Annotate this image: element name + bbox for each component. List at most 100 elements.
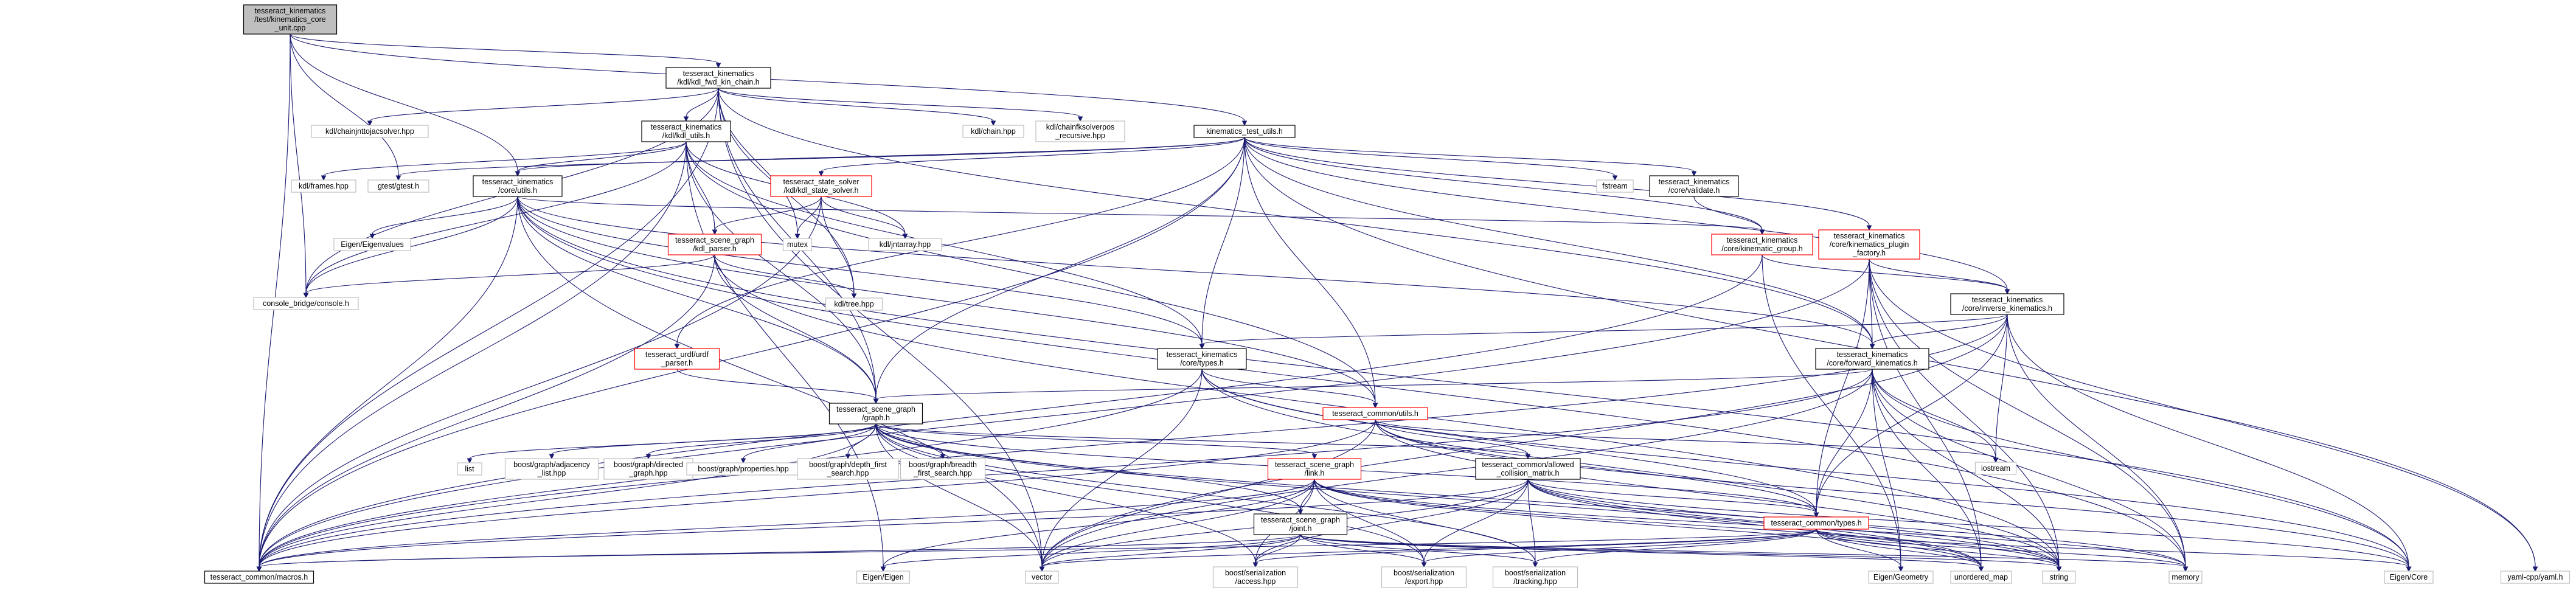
edge-line <box>259 88 719 567</box>
node-string: string <box>2042 570 2076 584</box>
edge-line <box>259 479 1529 567</box>
edge-inv_kin-to-fwd_kin <box>1869 314 2008 350</box>
edge-line <box>1816 258 1870 513</box>
node-box <box>828 403 923 425</box>
edge-line <box>1423 479 1529 563</box>
edge-line <box>1816 369 1873 513</box>
edge-line <box>883 534 1301 567</box>
edge-line <box>1762 254 2008 290</box>
node-label-line: tesseract_kinematics <box>683 69 754 78</box>
edge-line <box>875 137 1245 400</box>
node-console: console_bridge/console.h <box>253 297 359 310</box>
node-list: list <box>457 462 482 476</box>
node-label-line: tesseract_common/utils.h <box>1332 409 1418 418</box>
node-label-line: _factory.h <box>1852 249 1886 257</box>
node-label-line: kdl/chain.hpp <box>971 127 1016 136</box>
edge-core_utils-to-core_types <box>517 196 1205 350</box>
edge-line <box>1041 369 1203 567</box>
edge-line <box>1816 529 2060 567</box>
edge-arrowhead <box>873 398 879 404</box>
node-kdl-utils[interactable]: tesseract_kinematics/kdl/kdl_utils.h <box>641 120 731 142</box>
edge-line <box>718 88 1081 117</box>
node-eigenvalues: Eigen/Eigenvalues <box>333 238 411 251</box>
edge-line <box>1041 314 2008 567</box>
node-core-types[interactable]: tesseract_kinematics/core/types.h <box>1157 348 1247 370</box>
edge-line <box>686 141 1203 345</box>
node-kin-group[interactable]: tesseract_kinematics/core/kinematic_grou… <box>1711 234 1813 255</box>
node-urdf-parser[interactable]: tesseract_urdf/urdf_parser.h <box>634 348 720 370</box>
edge-arrowhead <box>1993 457 1999 463</box>
node-label-line: tesseract_scene_graph <box>675 236 754 244</box>
edge-line <box>686 88 719 117</box>
node-label-line: tesseract_kinematics <box>1837 350 1908 359</box>
node-core-utils[interactable]: tesseract_kinematics/core/utils.h <box>473 175 563 197</box>
node-acm[interactable]: tesseract_common/allowed_collision_matri… <box>1475 458 1581 480</box>
edge-arrowhead <box>1241 120 1248 127</box>
node-box <box>1193 125 1296 138</box>
node-export: boost/serialization/export.hpp <box>1381 566 1467 588</box>
node-common-utils[interactable]: tesseract_common/utils.h <box>1322 407 1428 420</box>
edge-urdf_parser-to-graph <box>676 369 879 404</box>
edge-kin_test_utils-to-fstream <box>1244 137 1618 181</box>
node-box <box>2042 570 2076 584</box>
edge-kdl_fwd-to-chainfksolverpos <box>718 88 1083 122</box>
edge-arrowhead <box>851 293 857 299</box>
edge-line <box>398 137 1245 176</box>
edge-joint-to-memory <box>1300 534 2189 572</box>
edge-line <box>1300 534 1536 563</box>
edge-common_types-to-eigen_geometry <box>1816 529 1904 572</box>
edge-fwd_kin-to-string <box>1872 369 2062 572</box>
edge-line <box>1869 258 2060 567</box>
node-label-line: yaml-cpp/yaml.h <box>2508 573 2563 581</box>
node-label-line: boost/graph/directed <box>614 460 683 469</box>
edge-line <box>1872 369 2060 567</box>
edge-kin_test_utils-to-inv_kin <box>1244 137 2010 295</box>
edge-root-to-core_utils <box>290 33 521 177</box>
edge-line <box>821 137 1245 172</box>
node-macros[interactable]: tesseract_common/macros.h <box>204 570 314 584</box>
node-root[interactable]: tesseract_kinematics/test/kinematics_cor… <box>243 4 338 35</box>
node-box <box>1322 407 1428 420</box>
edge-line <box>875 423 2060 567</box>
edge-line <box>372 196 518 235</box>
edge-line <box>821 196 906 235</box>
node-core-validate[interactable]: tesseract_kinematics/core/validate.h <box>1649 175 1739 197</box>
edge-line <box>259 369 1873 567</box>
edge-fwd_kin-to-vector <box>1039 369 1873 572</box>
node-memory: memory <box>2168 570 2203 584</box>
node-graph[interactable]: tesseract_scene_graph/graph.h <box>828 403 923 425</box>
node-box <box>900 458 986 480</box>
edge-line <box>1314 479 2060 567</box>
edge-line <box>305 254 715 294</box>
edge-arrowhead <box>321 175 327 181</box>
node-vector: vector <box>1025 570 1059 584</box>
node-inv-kin[interactable]: tesseract_kinematics/core/inverse_kinema… <box>1950 293 2064 315</box>
edge-line <box>676 369 877 400</box>
edge-line <box>1300 534 1425 563</box>
edge-line <box>259 423 877 567</box>
edge-line <box>1872 369 1982 567</box>
node-mutex: mutex <box>782 238 813 251</box>
node-kdl-fwd[interactable]: tesseract_kinematics/kdl/kdl_fwd_kin_cha… <box>665 67 771 89</box>
edge-kdl_utils-to-kdl_parser <box>686 141 718 235</box>
node-kin-test-utils[interactable]: kinematics_test_utils.h <box>1193 125 1296 138</box>
node-link[interactable]: tesseract_scene_graph/link.h <box>1267 458 1362 480</box>
edge-arrowhead <box>256 566 262 572</box>
node-chainiktojac: kdl/chainjnttojacsolver.hpp <box>311 125 429 138</box>
edge-link-to-macros <box>256 479 1315 572</box>
edge-acm-to-tracking <box>1527 479 1538 568</box>
edge-line <box>1244 137 1376 404</box>
edge-joint-to-macros <box>256 534 1301 572</box>
node-box <box>1381 566 1467 588</box>
node-box <box>291 179 356 193</box>
node-fwd-kin[interactable]: tesseract_kinematics/core/forward_kinema… <box>1815 348 1929 370</box>
node-common-types[interactable]: tesseract_common/types.h <box>1763 516 1869 530</box>
edge-line <box>1041 369 1873 567</box>
edge-arrowhead <box>2406 566 2412 572</box>
node-kdl-parser[interactable]: tesseract_scene_graph/kdl_parser.h <box>667 234 762 255</box>
node-joint[interactable]: tesseract_scene_graph/joint.h <box>1253 513 1348 535</box>
node-plugin-factory[interactable]: tesseract_kinematics/core/kinematics_plu… <box>1818 229 1920 260</box>
edge-line <box>305 141 687 294</box>
node-state-solver[interactable]: tesseract_state_solver/kdl/kdl_state_sol… <box>770 175 872 197</box>
node-unordered-map: unordered_map <box>1950 570 2012 584</box>
